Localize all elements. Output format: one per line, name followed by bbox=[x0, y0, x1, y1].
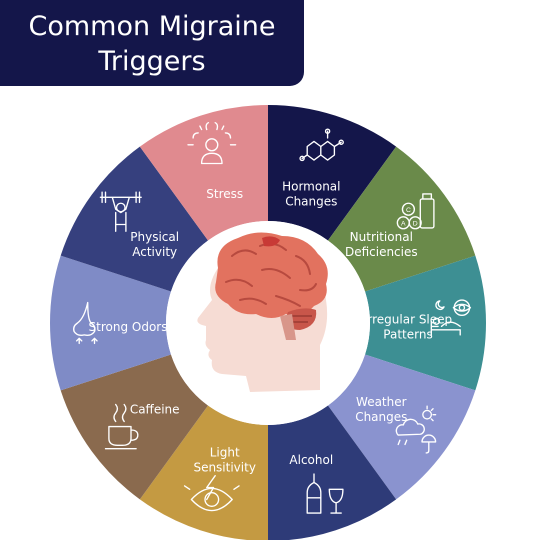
segment-label-line: Activity bbox=[132, 245, 177, 259]
eye-bolt-icon bbox=[183, 475, 240, 512]
segment-label-line: Deficiencies bbox=[345, 245, 418, 259]
segment-label-line: Changes bbox=[285, 194, 337, 208]
bed-eye-icon bbox=[430, 299, 472, 336]
segment-6 bbox=[139, 405, 268, 540]
title-line-1: Common Migraine bbox=[28, 11, 276, 42]
segment-label-8: Strong Odors bbox=[89, 320, 168, 334]
segment-5 bbox=[268, 405, 397, 540]
segment-label-line: Physical bbox=[130, 230, 179, 244]
segment-label-line: Light bbox=[210, 446, 240, 460]
segment-label-line: Irregular Sleep bbox=[364, 313, 452, 327]
title-line-2: Triggers bbox=[98, 46, 206, 77]
segment-label-line: Alcohol bbox=[289, 453, 333, 467]
segment-label-line: Stress bbox=[206, 187, 243, 201]
svg-text:D: D bbox=[413, 220, 418, 227]
stressed-person-icon bbox=[187, 122, 237, 165]
wine-bottle-icon bbox=[306, 473, 344, 514]
segment-3 bbox=[365, 255, 487, 391]
svg-text:A: A bbox=[401, 220, 406, 227]
segment-8 bbox=[50, 255, 171, 391]
hexagon-molecule-icon bbox=[299, 128, 344, 162]
segment-label-line: Hormonal bbox=[282, 179, 340, 193]
title-banner: Common Migraine Triggers bbox=[0, 0, 304, 86]
svg-text:C: C bbox=[406, 207, 411, 214]
segment-label-line: Patterns bbox=[383, 328, 432, 342]
segment-label-10: Stress bbox=[206, 187, 243, 201]
brain-head-illustration bbox=[197, 232, 328, 392]
weather-cloud-icon bbox=[395, 405, 437, 454]
segment-label-line: Sensitivity bbox=[193, 461, 255, 475]
segment-label-5: Alcohol bbox=[289, 453, 333, 467]
nose-icon bbox=[72, 301, 98, 345]
segment-2 bbox=[327, 146, 476, 292]
segment-label-line: Caffeine bbox=[130, 402, 180, 416]
segment-label-7: Caffeine bbox=[130, 402, 180, 416]
segment-7 bbox=[60, 354, 209, 500]
segment-10 bbox=[139, 105, 268, 241]
segment-1 bbox=[268, 105, 397, 241]
segment-label-line: Strong Odors bbox=[89, 320, 168, 334]
segment-label-line: Weather bbox=[356, 395, 407, 409]
coffee-cup-icon bbox=[104, 403, 139, 450]
weightlifter-icon bbox=[99, 191, 142, 232]
segment-9 bbox=[60, 146, 209, 292]
segment-label-line: Changes bbox=[355, 410, 407, 424]
segment-label-line: Nutritional bbox=[350, 230, 413, 244]
segment-4 bbox=[327, 354, 476, 500]
